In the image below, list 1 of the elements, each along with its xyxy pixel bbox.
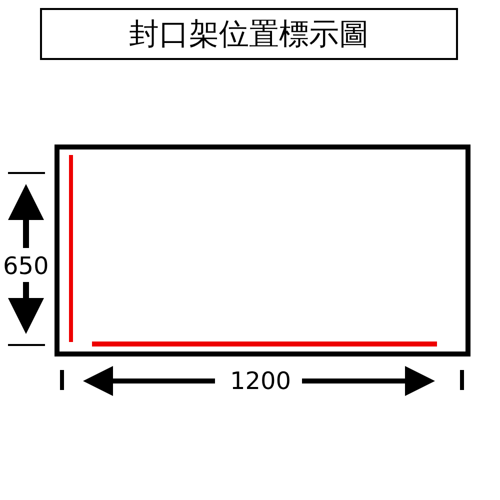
title-banner: 封口架位置標示圖	[40, 8, 458, 60]
